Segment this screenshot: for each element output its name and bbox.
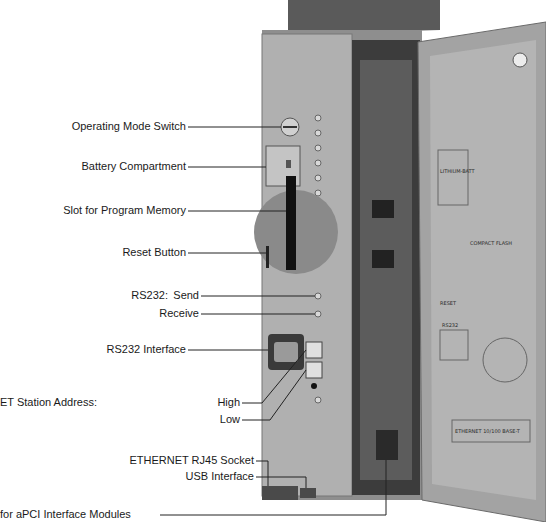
door-inner xyxy=(430,40,536,500)
callout-label: Send xyxy=(173,289,199,302)
apci-connector xyxy=(376,430,398,460)
device-marking: COMPACT FLASH xyxy=(470,240,512,246)
rj45-socket xyxy=(262,486,298,500)
callout-label: Receive xyxy=(159,307,199,320)
callout-label: Battery Compartment xyxy=(81,160,186,173)
address-switch xyxy=(306,362,322,378)
rs232-connector xyxy=(268,334,304,370)
callout-label: RS232 Interface xyxy=(107,343,187,356)
address-switch xyxy=(306,342,322,358)
board-chip xyxy=(372,200,394,218)
housing-top xyxy=(288,0,440,34)
door-hole xyxy=(513,53,527,67)
device-marking: RESET xyxy=(440,300,456,306)
callout-label: for aPCI Interface Modules xyxy=(0,508,131,521)
battery-latch xyxy=(286,160,291,168)
door-marking xyxy=(438,150,468,205)
door-marking xyxy=(452,420,530,442)
mode-switch xyxy=(281,118,299,136)
callout-label: ET Station Address: xyxy=(0,396,97,409)
callout-label: Reset Button xyxy=(122,246,186,259)
callout-label: Operating Mode Switch xyxy=(72,120,186,133)
module-slot xyxy=(352,40,420,495)
callout-label: Low xyxy=(220,413,240,426)
door-marking xyxy=(483,338,527,382)
door-marking xyxy=(440,330,468,360)
device-marking: RS232 xyxy=(442,322,458,328)
callout-label: USB Interface xyxy=(186,470,254,483)
indicator xyxy=(311,383,317,389)
board-chip xyxy=(372,250,394,268)
usb-socket xyxy=(300,488,316,498)
callout-label: RS232: xyxy=(131,289,168,302)
front-door xyxy=(418,22,546,522)
device-marking: LITHIUM-BATT xyxy=(440,168,475,174)
device-marking: ETHERNET 10/100 BASE-T xyxy=(455,428,520,434)
circuit-board xyxy=(360,60,412,480)
mode-switch-slot xyxy=(283,126,297,128)
reset-button xyxy=(266,246,269,268)
memory-card xyxy=(286,176,296,270)
rs232-pins xyxy=(274,342,298,362)
callout-label: High xyxy=(217,396,240,409)
callout-label: ETHERNET RJ45 Socket xyxy=(129,454,254,467)
callout-label: Slot for Program Memory xyxy=(63,204,186,217)
housing-body xyxy=(262,30,422,500)
